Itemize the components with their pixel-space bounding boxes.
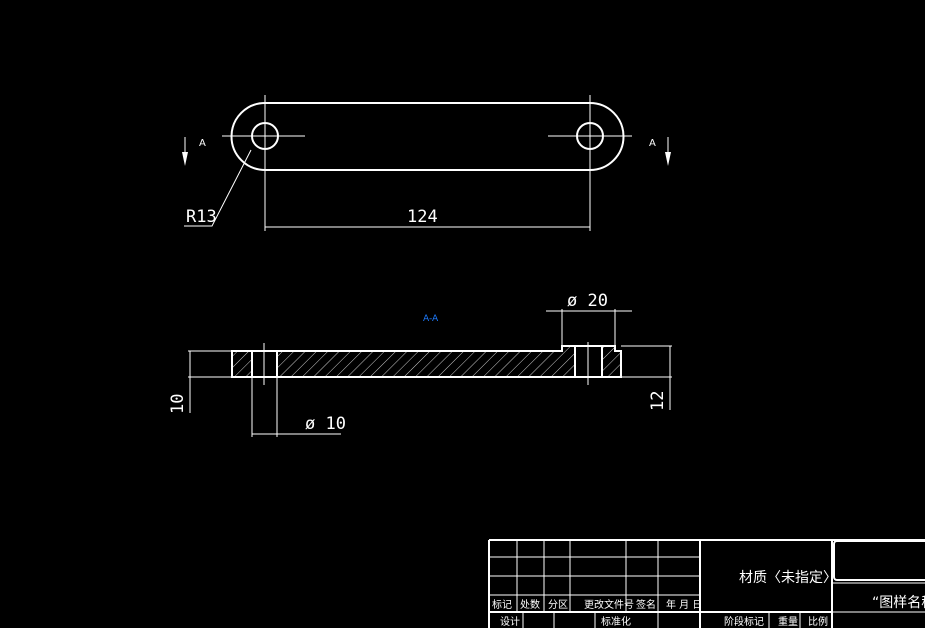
dimension-hole-large-text: ø 20 [567, 291, 608, 311]
dimension-length [264, 170, 591, 231]
dimension-thickness-left-text: 10 [168, 394, 188, 414]
drawing-name-field: “图样名称 [872, 595, 925, 611]
top-view: 124 R13 A A [182, 95, 671, 231]
material-field: 材质〈未指定〉 [739, 570, 837, 586]
dimension-radius-text: R13 [186, 207, 217, 227]
svg-text:设计: 设计 [500, 615, 520, 628]
svg-text:标准化: 标准化 [601, 615, 631, 628]
title-block: 标记 处数 分区 更改文件号 签名 年 月 日 设计 标准化 阶段标记 重量 比… [488, 539, 925, 628]
svg-text:年 月 日: 年 月 日 [666, 598, 702, 611]
title-block-headers: 标记 处数 分区 更改文件号 签名 年 月 日 设计 标准化 阶段标记 重量 比… [492, 598, 828, 628]
dimension-thickness-right-text: 12 [648, 391, 668, 411]
svg-text:A: A [649, 138, 656, 149]
dimension-hole-large [546, 309, 632, 346]
svg-text:分区: 分区 [548, 599, 568, 611]
dimension-length-text: 124 [407, 207, 438, 227]
svg-text:更改文件号: 更改文件号 [584, 598, 634, 611]
section-view: A-A 10 12 ø 10 ø 20 [168, 291, 672, 437]
svg-text:重量: 重量 [778, 615, 798, 628]
svg-text:阶段标记: 阶段标记 [724, 615, 764, 628]
dimension-hole-small-text: ø 10 [305, 414, 346, 434]
radius-leader [184, 149, 252, 227]
section-arrow-left: A [182, 137, 206, 166]
svg-text:处数: 处数 [520, 598, 540, 611]
section-label: A-A [423, 314, 439, 324]
section-arrow-right: A [649, 137, 671, 166]
centerlines [222, 95, 632, 178]
svg-text:A: A [199, 138, 206, 149]
svg-text:比例: 比例 [808, 615, 828, 628]
dimension-hole-small [251, 377, 341, 437]
dimension-thickness-left [188, 350, 232, 413]
dimension-thickness-right [621, 345, 672, 410]
svg-text:标记: 标记 [492, 599, 512, 611]
svg-text:签名: 签名 [636, 598, 656, 611]
